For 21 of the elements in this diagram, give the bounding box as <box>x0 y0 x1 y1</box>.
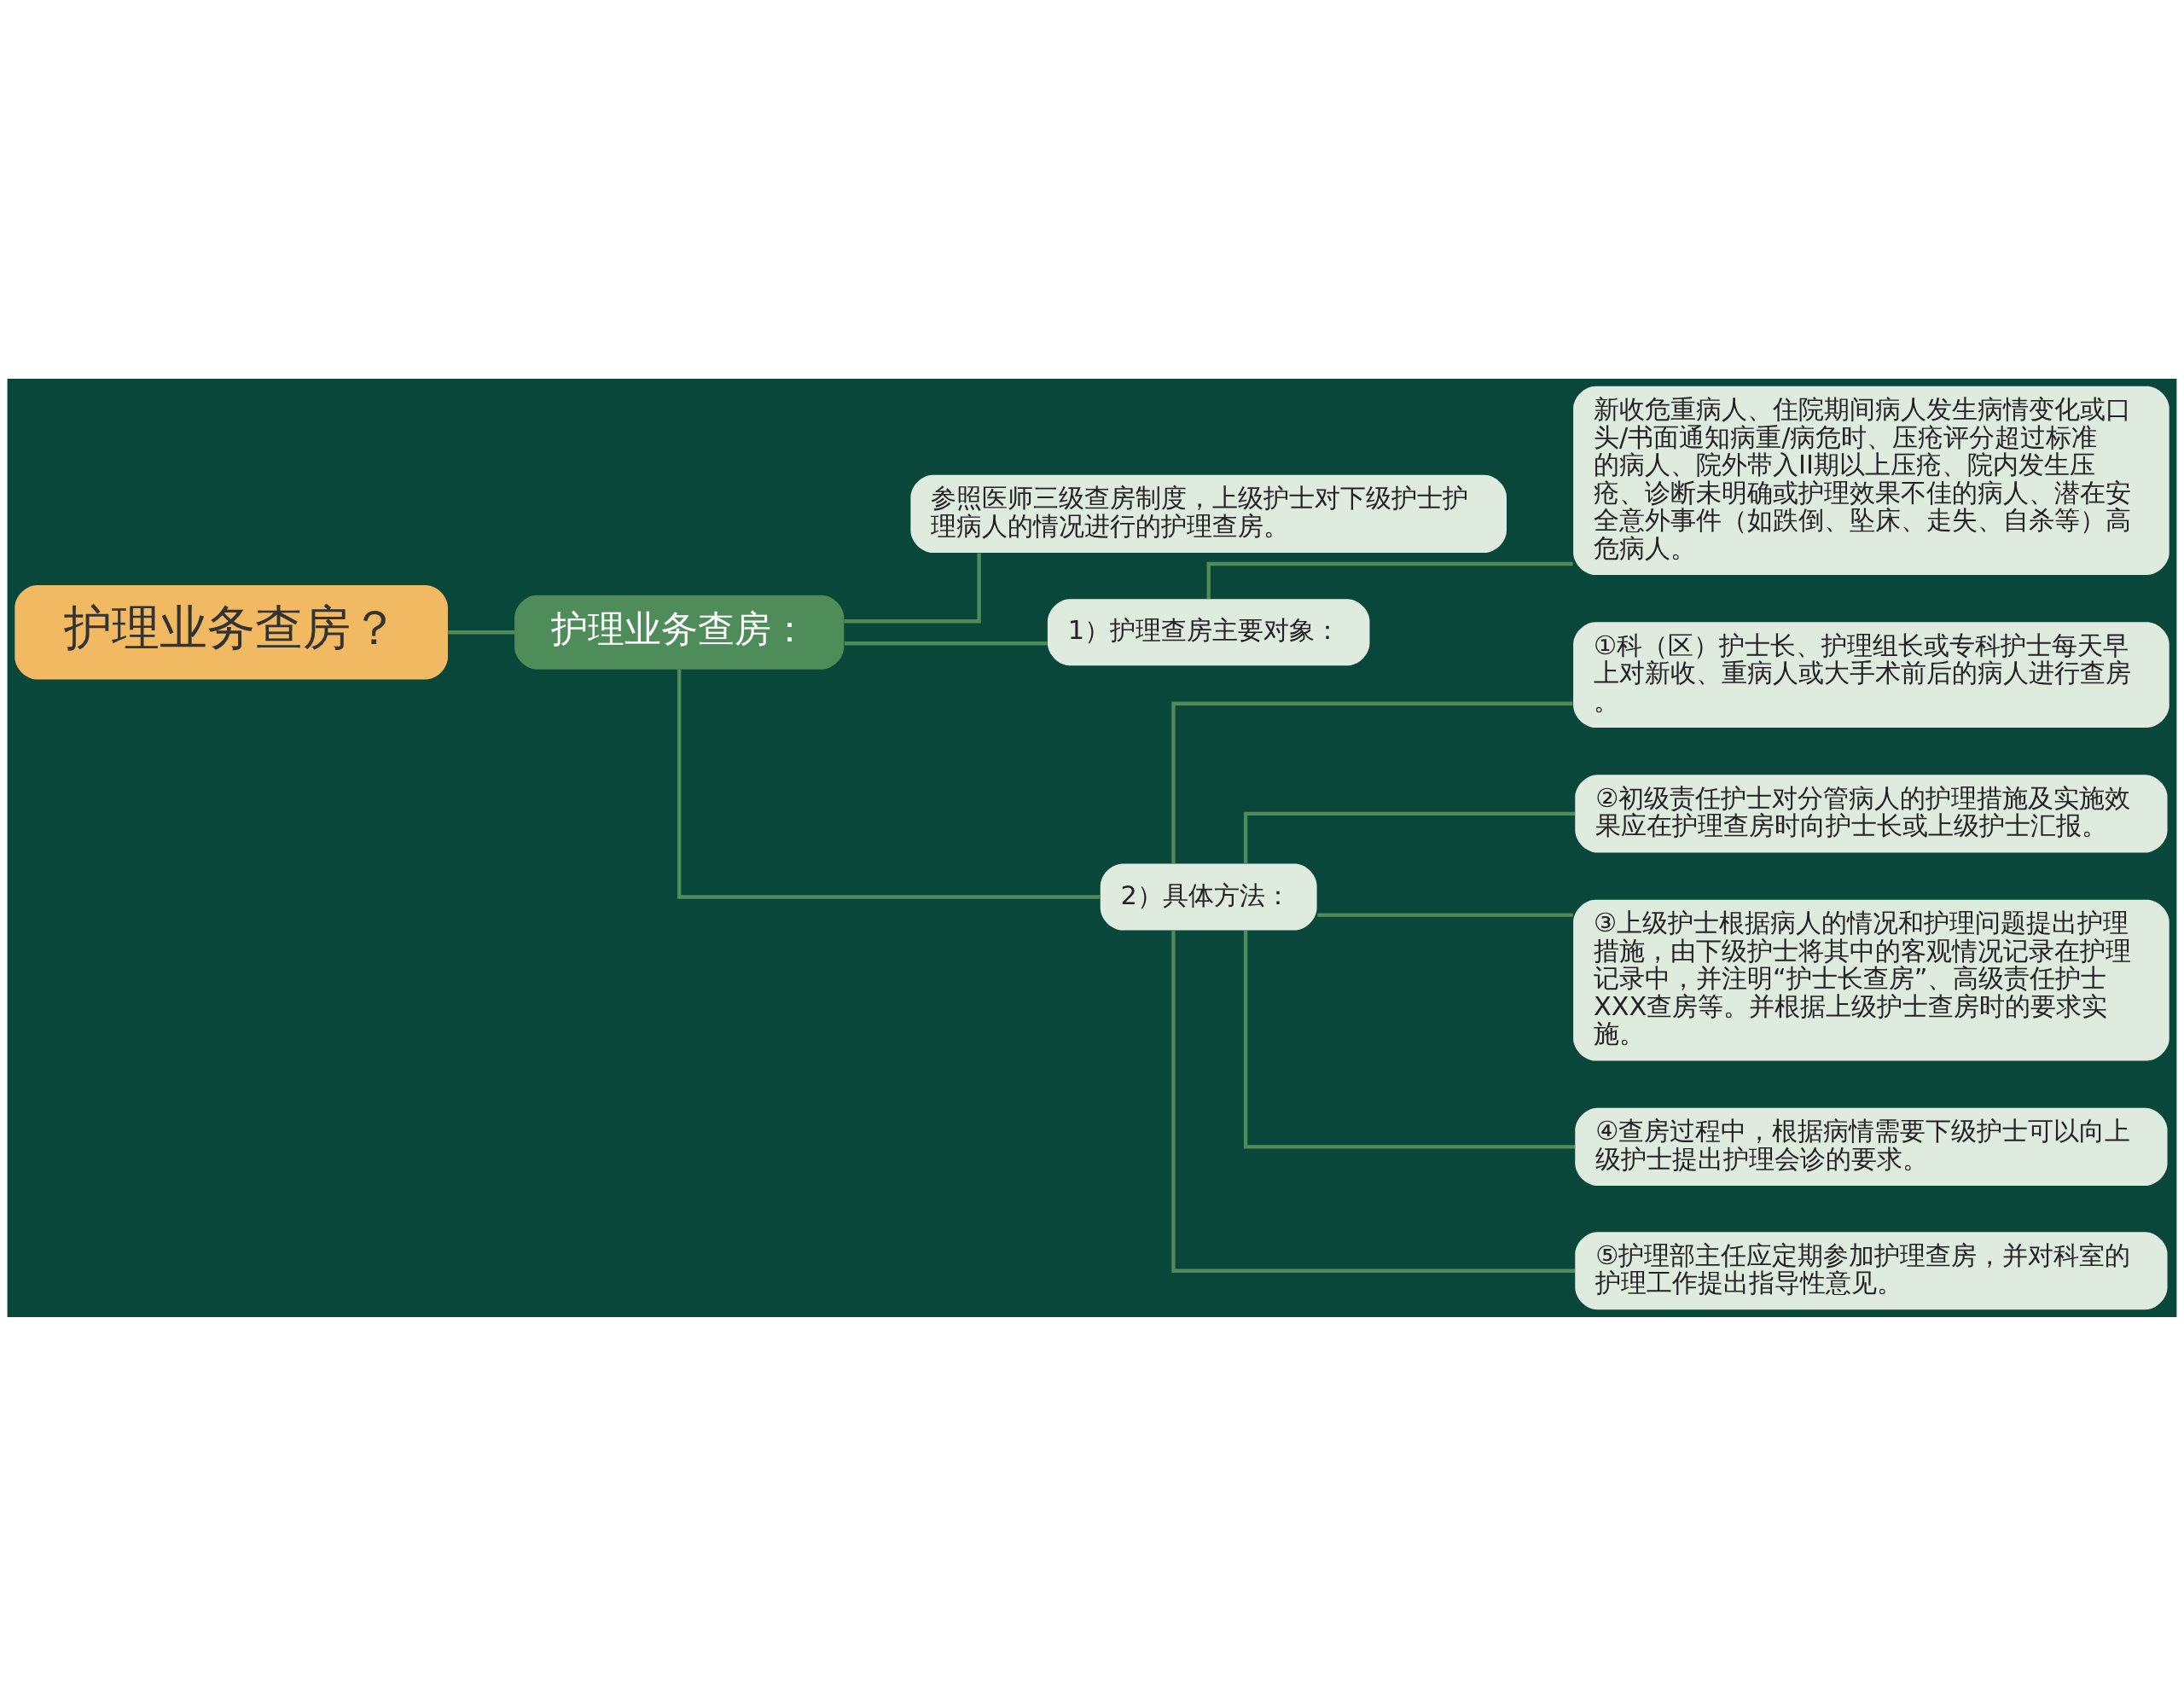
node-box: 参照医师三级查房制度，上级护士对下级护士护理病人的情况进行的护理查房。 <box>910 474 1507 553</box>
connector <box>844 641 1048 645</box>
node-box: ③上级护士根据病人的情况和护理问题提出护理措施，由下级护士将其中的客观情况记录在护理记录中，并注明“护士长查房”、高级责任护士XXX查房等。并根据上级护士查房时的要求实施。 <box>1573 899 2169 1060</box>
node-box: 护理业务查房？ <box>15 584 448 680</box>
node-box: 护理业务查房： <box>514 595 845 670</box>
connector <box>1206 561 1573 599</box>
node-box: ①科（区）护士长、护理组长或专科护士每天早上对新收、重病人或大手术前后的病人进行查房。 <box>1573 621 2169 728</box>
connector <box>677 669 1101 899</box>
node-box: ⑤护理部主任应定期参加护理查房，并对科室的护理工作提出指导性意见。 <box>1575 1231 2168 1309</box>
connector <box>1243 811 1576 863</box>
connector <box>1171 701 1573 863</box>
node-box: ④查房过程中，根据病情需要下级护士可以向上级护士提出护理会诊的要求。 <box>1575 1107 2168 1186</box>
node-box: 1）护理查房主要对象： <box>1047 598 1370 665</box>
node-box: 新收危重病人、住院期间病人发生病情变化或口头/书面通知病重/病危时、压疮评分超过标准的病人、院外带入II期以上压疮、院内发生压疮、诊断未明确或护理效果不佳的病人、潜在安全意外事件（如跌倒、坠床、走失、自杀等）高危病人。 <box>1573 386 2169 575</box>
connector <box>1171 930 1575 1273</box>
node-box: 2）具体方法： <box>1100 862 1317 931</box>
connector <box>1243 930 1576 1149</box>
node-box: ②初级责任护士对分管病人的护理措施及实施效果应在护理查房时向护士长或上级护士汇报。 <box>1575 774 2168 852</box>
connector <box>844 553 981 623</box>
connector <box>1317 913 1573 917</box>
connector <box>448 630 514 634</box>
